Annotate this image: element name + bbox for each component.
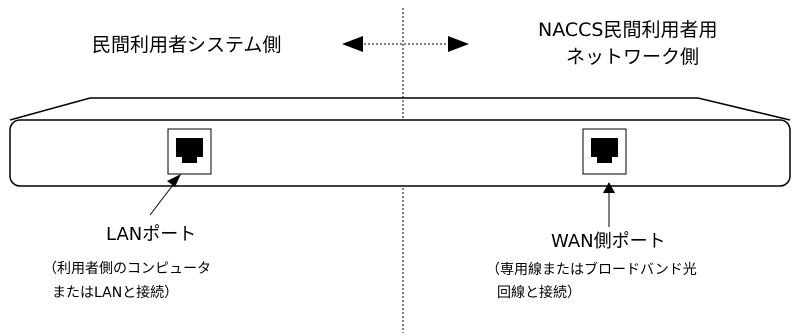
lan-port-label: LANポート	[106, 224, 197, 245]
device-front-face	[9, 119, 791, 187]
lan-pointer-arrow	[149, 174, 181, 216]
wan-port-jack	[582, 128, 627, 175]
wan-pointer-arrow	[603, 182, 615, 227]
wan-port-note-line1: （専用線またはブロードバンド光	[486, 262, 697, 278]
device-top-face	[9, 97, 791, 121]
bidirectional-arrow	[342, 36, 469, 52]
left-side-label: 民間利用者システム側	[92, 34, 282, 56]
right-side-label-line1: NACCS民間利用者用	[538, 19, 718, 41]
lan-port-note-line1: （利用者側のコンピュータ	[43, 261, 211, 277]
wan-port-note-line2: 回線と接続）	[497, 285, 581, 301]
right-side-label-line2: ネットワーク側	[566, 46, 700, 68]
lan-port-note-line2: またはLANと接続）	[52, 285, 179, 301]
lan-port-jack	[167, 128, 212, 175]
wan-port-label: WAN側ポート	[551, 231, 666, 252]
